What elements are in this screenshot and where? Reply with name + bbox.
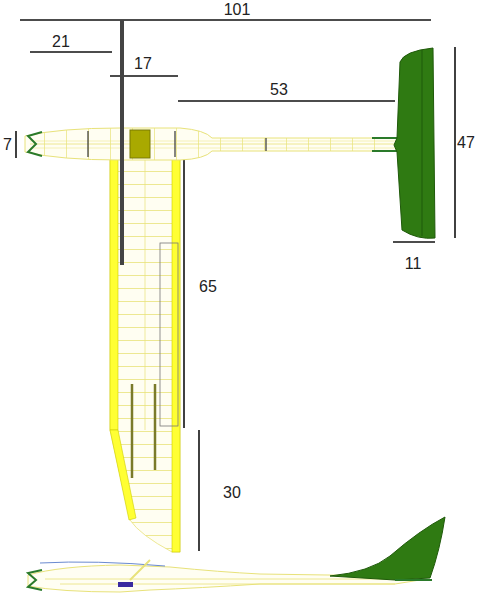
dimension-label: 11 [405,256,422,272]
dimension-label: 17 [134,56,152,72]
dimension-label: 53 [270,82,288,98]
fuselage-side [28,517,445,592]
dimension-label: 21 [52,34,70,50]
dimension-label: 7 [3,137,12,153]
dimension-label: 30 [223,485,241,501]
fuselage-top [25,128,398,160]
stabilizer [394,48,435,238]
dimension-lines [16,20,455,551]
dimension-label: 47 [457,135,475,151]
dimension-label: 65 [199,279,217,295]
wing-dowel [120,20,124,265]
dimension-label: 101 [224,2,251,18]
